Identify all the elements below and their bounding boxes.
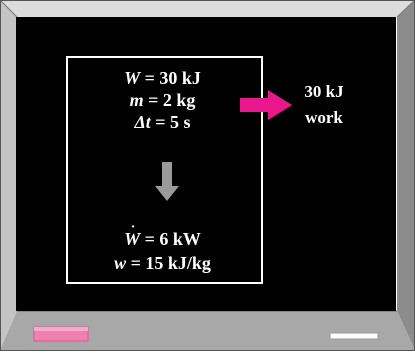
output-value: 30 kJ	[304, 82, 344, 101]
output-label: work	[305, 108, 343, 127]
equation-box	[66, 56, 263, 284]
result-power: W· = 6 kW	[124, 220, 201, 250]
given-time: Δt = 5 s	[134, 112, 191, 132]
frame-left-bevel	[0, 0, 17, 350]
given-work: W = 30 kJ	[124, 68, 201, 88]
down-arrow-icon	[155, 162, 179, 201]
frame-top-bevel	[0, 0, 415, 17]
output-arrow-icon	[240, 90, 292, 120]
frame-right-bevel	[397, 0, 415, 350]
chalkboard	[16, 17, 396, 311]
chalk-tray	[0, 311, 415, 350]
chalk-stick	[329, 332, 379, 340]
eraser-top	[34, 327, 88, 331]
result-specific-work: w = 15 kJ/kg	[114, 253, 211, 273]
given-mass: m = 2 kg	[129, 90, 196, 110]
